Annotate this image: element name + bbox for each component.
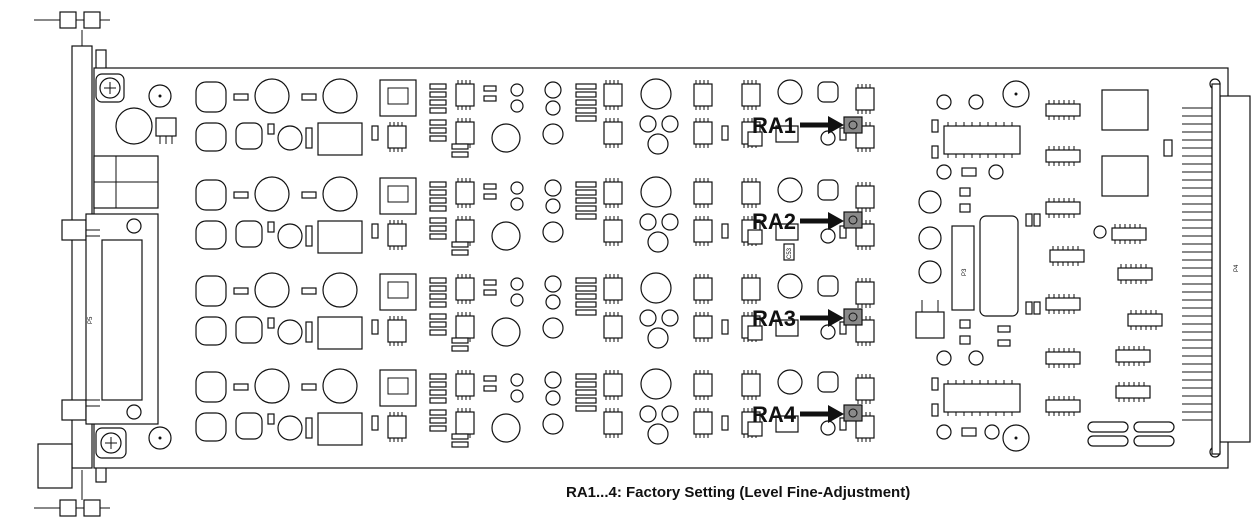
- power-components: [93, 107, 177, 209]
- trimmer-ra4: [843, 404, 863, 422]
- c53-label: C53: [787, 247, 793, 259]
- connector-p5: P5: [85, 213, 159, 425]
- ra3-label: RA3: [752, 306, 796, 331]
- connector-p4: P4: [1182, 83, 1251, 455]
- p3-label: P3: [962, 268, 968, 276]
- p4-label: P4: [1234, 264, 1240, 272]
- ra4-label: RA4: [752, 402, 797, 427]
- caption: RA1...4: Factory Setting (Level Fine-Adj…: [566, 484, 910, 501]
- ra2-label: RA2: [752, 209, 796, 234]
- p5-label: P5: [88, 316, 94, 324]
- ra1-label: RA1: [752, 113, 796, 138]
- trimmer-ra2: [843, 211, 863, 229]
- trimmer-ra1: [843, 116, 863, 134]
- trimmer-ra3: [843, 308, 863, 326]
- digital-section: P3: [915, 89, 1175, 447]
